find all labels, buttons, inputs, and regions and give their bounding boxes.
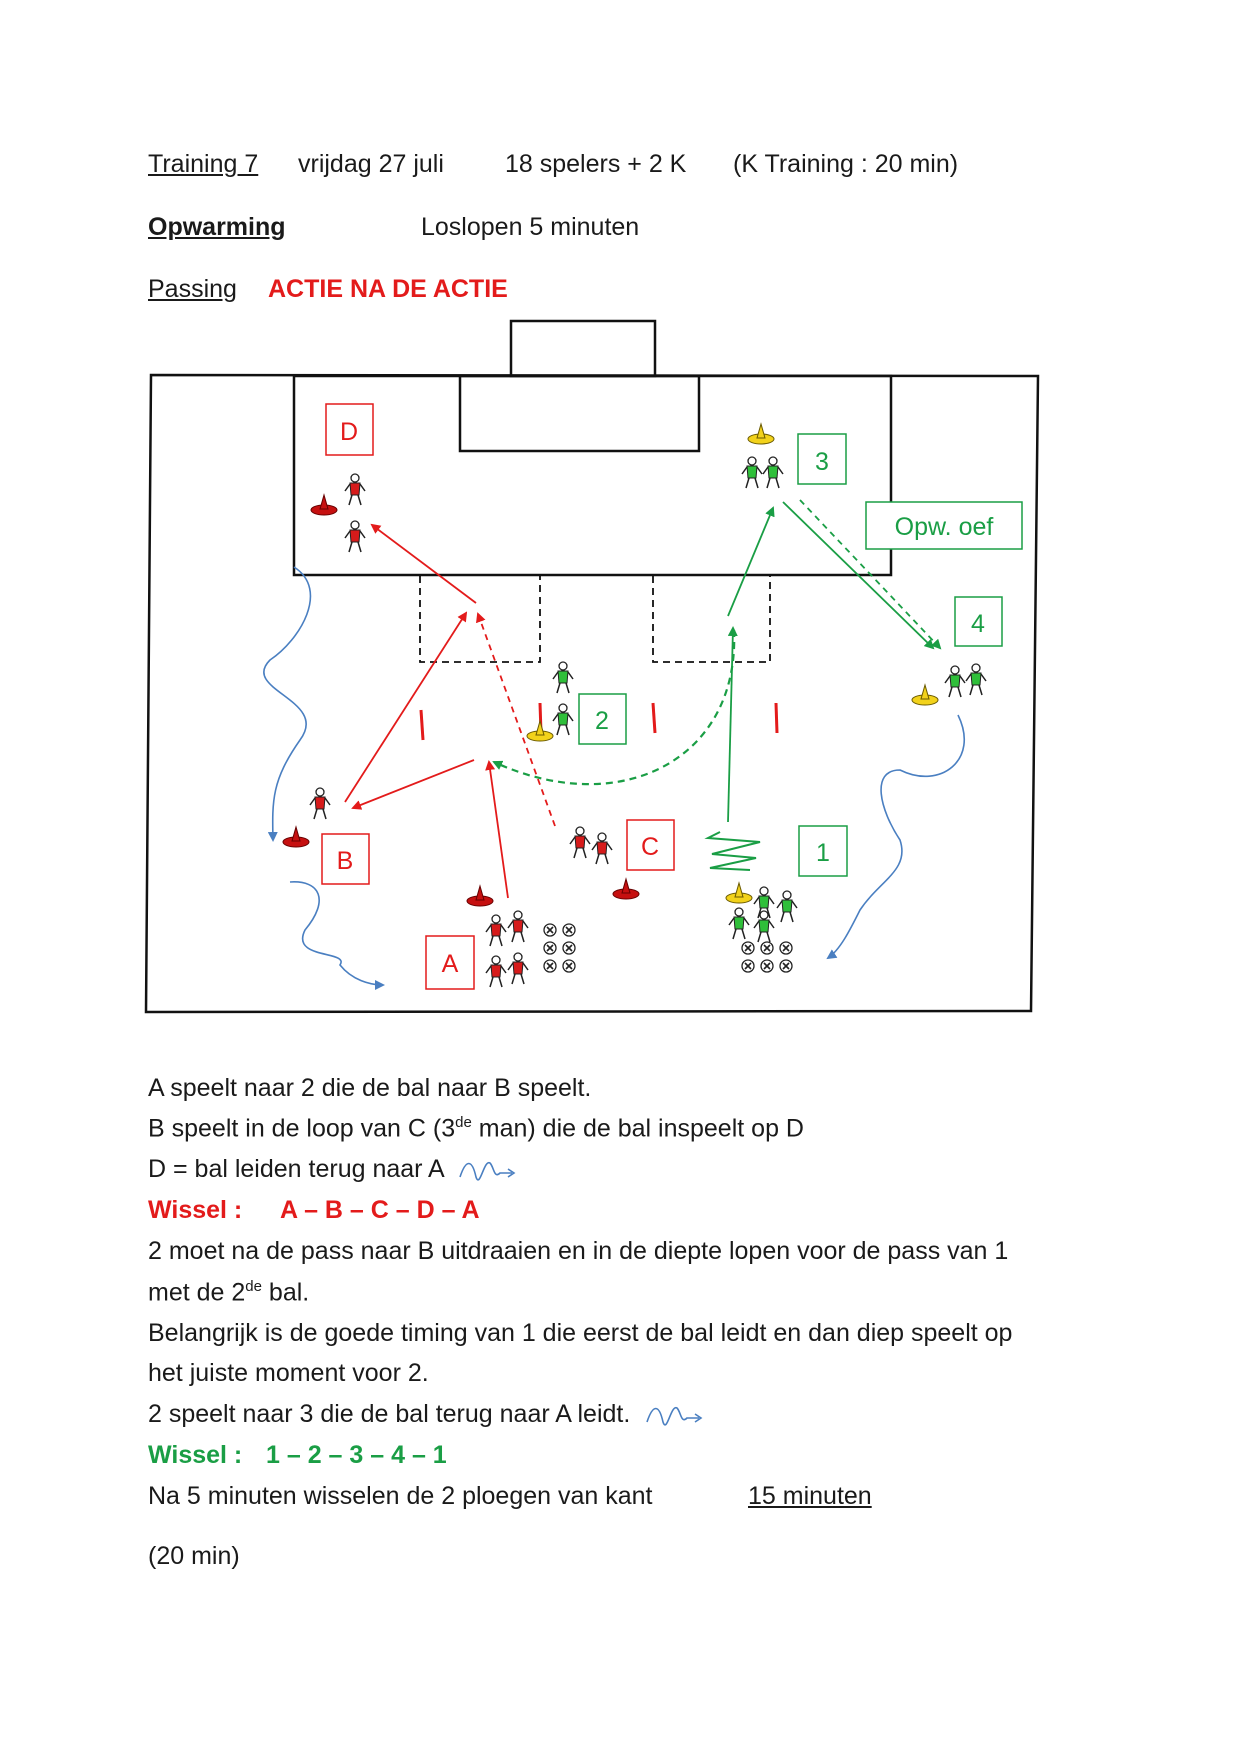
instruction-9: Na 5 minuten wisselen de 2 ploegen van k… [148,1482,653,1510]
wissel-green-label: Wissel : [148,1441,243,1469]
label-boxes-green [578,433,1023,877]
passing-title: Passing [148,275,237,303]
label-b: B [337,847,354,875]
label-boxes-red [321,403,675,990]
instruction-6: Belangrijk is de goede timing van 1 die … [148,1319,1013,1347]
dribble-icon [646,1407,703,1426]
wissel-red-label: Wissel : [148,1196,243,1224]
header-row: Training 7 [148,150,258,179]
instruction-5: met de 2de bal. [148,1278,309,1307]
passing-subtitle: ACTIE NA DE ACTIE [268,275,508,303]
dribble-icon [459,1162,516,1181]
instruction-8-text: 2 speelt naar 3 die de bal terug naar A … [148,1400,631,1428]
label-1: 1 [816,839,830,867]
label-4: 4 [971,610,985,638]
green-pass-arrows [492,499,942,871]
instruction-9-duration: 15 minuten [748,1482,872,1510]
warmup-title: Opwarming [148,213,286,241]
instruction-2-sup: de [455,1114,472,1131]
field-lines [144,319,1040,1014]
red-pass-arrows [344,523,556,899]
instruction-8: 2 speelt naar 3 die de bal terug naar A … [148,1400,705,1430]
instruction-7: het juiste moment voor 2. [148,1359,429,1387]
instruction-2: B speelt in de loop van C (3de man) die … [148,1114,804,1143]
instruction-4: 2 moet na de pass naar B uitdraaien en i… [148,1237,1009,1265]
label-a: A [442,950,459,978]
ball-stack-1 [741,941,793,973]
instruction-2-a: B speelt in de loop van C (3 [148,1114,456,1143]
instruction-3: D = bal leiden terug naar A [148,1155,518,1185]
passing-drill-diagram: D B C A 3 Opw. oef 4 2 1 [144,319,1040,1014]
label-3: 3 [815,448,829,476]
instruction-5-sup: de [245,1278,262,1295]
instruction-2-b: man) die de bal inspeelt op D [471,1114,804,1143]
training-date: vrijdag 27 juli [298,150,444,178]
ball-stack-a [543,923,576,973]
red-players [309,473,613,988]
warmup-text: Loslopen 5 minuten [421,213,640,241]
wissel-green-sequence: 1 – 2 – 3 – 4 – 1 [266,1441,447,1469]
instruction-5-a: met de 2 [148,1278,246,1307]
label-2: 2 [595,707,609,735]
mini-goals [419,576,771,663]
instruction-5-b: bal. [261,1278,310,1307]
label-c: C [641,833,659,861]
label-opw-oef: Opw. oef [895,513,994,541]
keeper-training: (K Training : 20 min) [733,150,959,178]
total-duration: (20 min) [148,1542,240,1570]
instruction-3-text: D = bal leiden terug naar A [148,1155,444,1183]
training-number: Training 7 [148,150,259,178]
wissel-red-sequence: A – B – C – D – A [280,1196,480,1224]
label-d: D [340,418,358,446]
instruction-1: A speelt naar 2 die de bal naar B speelt… [148,1074,592,1102]
dribble-lines [263,566,965,990]
player-count: 18 spelers + 2 K [505,150,687,178]
